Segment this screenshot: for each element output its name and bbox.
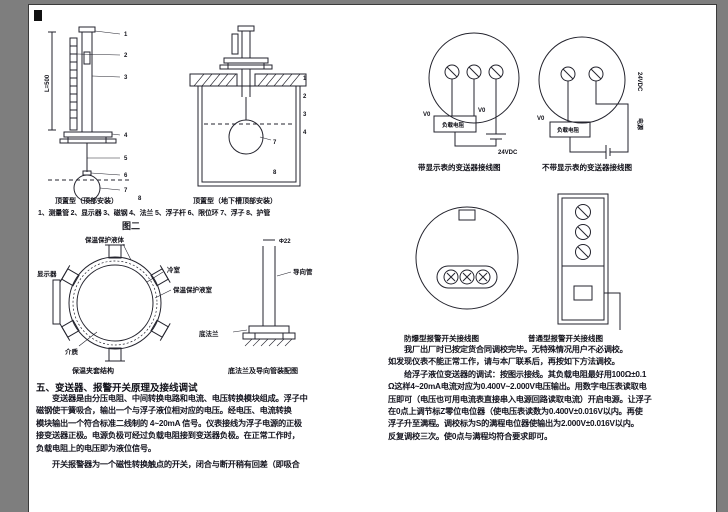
callout-3: 3 <box>124 75 128 81</box>
text-line: 浮子升至满程。调校标为S的满程电位器使输出为2.000V±0.016V以内。 <box>388 419 639 429</box>
meter-v0-label: V0 <box>423 112 431 118</box>
callout-7: 7 <box>124 188 128 194</box>
underground-tank-drawing: 1 2 3 4 7 8 <box>189 25 307 187</box>
explosionproof-switch-drawing <box>415 206 519 310</box>
callout-4: 4 <box>303 130 307 136</box>
top-mount-drawing: L=500 1 2 3 4 5 6 7 8 <box>45 26 142 202</box>
medium-label: 介质 <box>64 347 79 356</box>
wiring-without-display-drawing: 负载电阻 V0 24VDC 电源 <box>537 36 644 159</box>
section-heading: 五、变送器、报警开关原理及接线调试 <box>36 383 198 394</box>
principle-text-block: 变送器是由分压电阻、中间转换电路和电流、电压转换模块组成。浮子中 磁钢使干簧吸合… <box>36 393 386 471</box>
calibration-text-block: 我厂出厂时已按定货合同调校完毕。无特殊情况用户不必调校。 如发现仪表不能正常工作… <box>388 344 712 443</box>
underground-caption: 顶置型（地下槽顶部安装） <box>193 198 277 205</box>
explosionproof-caption: 防爆型报警开关接线图 <box>404 334 479 343</box>
supply-24vdc-label: 24VDC <box>498 150 518 156</box>
callout-8: 8 <box>138 196 142 202</box>
figure-2-caption: 图二 <box>122 221 141 231</box>
text-line: 接变送器正极。电源负极可经过负载电阻接到变送器负极。在正常工作时， <box>36 431 300 441</box>
text-line: 负载电阻上的电压即为液位信号。 <box>36 443 156 453</box>
text-line: 开关报警器为一个磁性转换触点的开关，闭合与断开稍有回差（即吸合 <box>52 460 300 470</box>
document-page <box>28 4 717 512</box>
callout-7: 7 <box>273 140 277 146</box>
text-line: 给浮子液位变送器的调试：按图示接线。其负载电阻最好用100Ω±0.1 <box>404 369 647 379</box>
with-display-caption: 带显示表的变送器接线图 <box>418 163 501 172</box>
text-line: 模块输出一个符合标准二线制的 4~20mA 信号。仪表接线为浮子电源的正极 <box>36 418 302 428</box>
cold-chamber-label: 冷室 <box>167 265 181 274</box>
callout-2: 2 <box>303 94 307 100</box>
callout-2: 2 <box>124 53 128 59</box>
display-label: 显示器 <box>37 269 57 278</box>
text-line: 如发现仪表不能正常工作，请与本厂联系后，再按如下方法调校。 <box>388 357 620 367</box>
callout-1: 1 <box>303 76 307 82</box>
bottom-flange-label: 底法兰 <box>199 329 219 338</box>
text-line: 磁钢使干簧吸合，输出一个与浮子液位相对应的电压。经电压、电流转换 <box>36 406 292 416</box>
callout-4: 4 <box>124 133 128 139</box>
jacket-structure-caption: 保温夹套结构 <box>72 368 114 375</box>
text-line: 在0点上调节标Z零位电位器（使电压表读数为0.400V±0.016V以内。再使 <box>388 407 643 417</box>
callout-1: 1 <box>124 32 128 38</box>
meter-v0-label: V0 <box>537 116 545 122</box>
length-dimension: L=500 <box>45 74 51 92</box>
ordinary-caption: 普通型报警开关接线图 <box>528 334 603 343</box>
pipe-dimension: Φ22 <box>279 239 291 245</box>
text-line: 反复调校三次。使0点与满程均符合要求即可。 <box>388 431 553 441</box>
parts-list: 1、测量管 2、显示器 3、磁钢 4、法兰 5、浮子杆 6、限位环 7、浮子 8… <box>38 210 271 217</box>
page-corner-icon <box>34 10 42 21</box>
protect-liquid-label: 保温保护液体 <box>84 235 125 244</box>
top-mount-caption: 顶置型（顶部安装） <box>55 198 118 205</box>
assembly-caption: 底法兰及导向管装配图 <box>228 368 298 375</box>
load-resistor-label: 负载电阻 <box>557 126 580 134</box>
callout-5: 5 <box>124 156 128 162</box>
without-display-caption: 不带显示表的变送器接线图 <box>542 163 632 172</box>
callout-6: 6 <box>124 173 128 179</box>
load-resistor-label: 负载电阻 <box>442 121 465 129</box>
insulation-jacket-drawing: 保温保护液体 显示器 冷室 保温保护液室 介质 Φ22 导向管 底法兰 <box>37 235 313 362</box>
ordinary-switch-drawing <box>557 193 621 330</box>
wiring-with-display-drawing: 负载电阻 V0 V0 24VDC <box>423 32 520 156</box>
supply-power-vertical-label: 电源 <box>636 118 644 130</box>
text-line: 变送器是由分压电阻、中间转换电路和电流、电压转换模块组成。浮子中 <box>52 394 308 403</box>
text-line: Ω这样4~20mA电流对应为0.400V~2.000V电压输出。用数字电压表读取… <box>388 382 647 392</box>
guide-tube-label: 导向管 <box>293 267 313 276</box>
text-line: 我厂出厂时已按定货合同调校完毕。无特殊情况用户不必调校。 <box>404 345 628 354</box>
liquid-chamber-label: 保温保护液室 <box>172 285 213 294</box>
supply-24vdc-vertical-label: 24VDC <box>636 72 642 92</box>
meter-v0-label-2: V0 <box>478 108 486 114</box>
callout-3: 3 <box>303 112 307 118</box>
text-line: 压即可（电压也可用电流表直接串入电源回路读取电流）开启电源。让浮子 <box>388 394 652 404</box>
callout-8: 8 <box>273 170 277 176</box>
